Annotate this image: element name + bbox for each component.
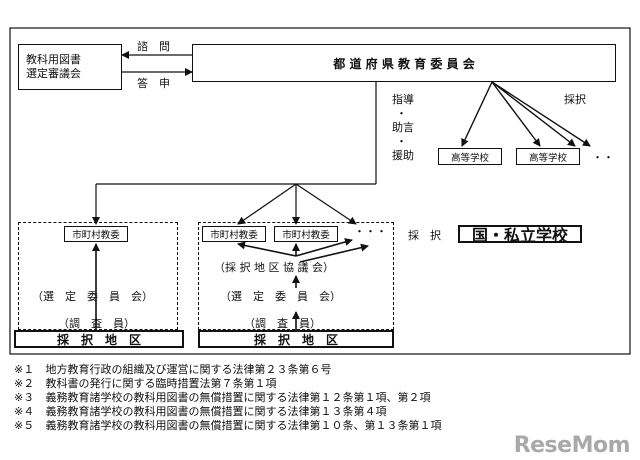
resemom-watermark: ReseMom <box>513 433 631 458</box>
footnote-4: ※４ 義務教育諸学校の教科用図書の無償措置に関する法律第１３条第４項 <box>14 405 387 418</box>
city-board-box-left: 市町村教委 <box>64 226 128 242</box>
left-district-dashed-area <box>18 222 178 330</box>
district-council-label: （採 択 地 区 協 議 会） <box>214 261 334 274</box>
city-board-label-right-1: 市町村教委 <box>210 230 258 241</box>
high-school-box-1: 高等学校 <box>438 148 502 165</box>
arrow-to-city-board-3 <box>295 183 357 225</box>
city-board-box-right-2: 市町村教委 <box>274 226 338 242</box>
support-label: 援助 <box>392 149 414 162</box>
committee-label-left: （選 定 委 員 会） <box>32 290 153 303</box>
dot-1: ・ <box>396 107 407 120</box>
arrow-to-city-board-1 <box>237 183 297 225</box>
adoption-label-right: 採択 <box>564 93 586 106</box>
footnote-1: ※１ 地方教育行政の組織及び運営に関する法律第２３条第６号 <box>14 363 332 376</box>
guidance-label: 指導 <box>392 93 414 106</box>
city-board-label-right-2: 市町村教委 <box>282 230 330 241</box>
council-label: 教科用図書 選定審議会 <box>26 53 81 80</box>
adoption-district-label-left: 採 択 地 区 <box>56 332 141 347</box>
right-district-dashed-area <box>198 222 394 330</box>
council-to-city-1 <box>237 241 297 257</box>
arrow-to-high-school-2 <box>491 81 541 147</box>
arrow-to-more <box>491 81 591 147</box>
footnotes: ※１ 地方教育行政の組織及び運営に関する法律第２３条第６号 ※２ 教科書の発行に… <box>14 363 442 433</box>
adoption-label-mid: 採 択 <box>408 229 441 242</box>
national-private-school-label: 国・私立学校 <box>471 226 568 245</box>
adoption-district-box-left: 採 択 地 区 <box>14 330 184 348</box>
more-high-schools: ・・ <box>592 151 614 164</box>
dot-2: ・ <box>396 135 407 148</box>
advice-label: 助言 <box>392 121 414 134</box>
committee-label-right: （選 定 委 員 会） <box>220 290 341 303</box>
arrow-to-high-school-3 <box>491 81 576 147</box>
national-private-school-box: 国・私立学校 <box>458 225 582 245</box>
investigator-label-left: （調 査 員） <box>58 317 135 330</box>
council-to-more <box>299 243 369 263</box>
adoption-district-label-right: 採 択 地 区 <box>253 332 338 347</box>
outer-frame <box>9 27 631 355</box>
textbook-selection-council-box <box>18 44 122 90</box>
prefectural-board-box: 都 道 府 県 教 育 委 員 会 <box>192 44 616 82</box>
adoption-district-box-right: 採 択 地 区 <box>198 330 394 348</box>
high-school-box-2: 高等学校 <box>516 148 580 165</box>
high-school-label-2: 高等学校 <box>528 152 567 164</box>
footnote-5: ※５ 義務教育諸学校の教科用図書の無償措置に関する法律第１０条、第１３条第１項 <box>14 419 442 432</box>
high-school-label-1: 高等学校 <box>450 152 489 164</box>
city-board-label-left: 市町村教委 <box>72 230 120 241</box>
arrow-to-high-school-1 <box>461 81 493 147</box>
city-board-box-right-1: 市町村教委 <box>202 226 266 242</box>
more-city-boards: ・・・ <box>354 225 387 238</box>
footnote-3: ※３ 義務教育諸学校の教科用図書の無償措置に関する法律第１２条第１項、第２項 <box>14 391 431 404</box>
reply-label: 答 申 <box>137 77 170 90</box>
prefectural-board-label: 都 道 府 県 教 育 委 員 会 <box>333 56 475 71</box>
consult-label: 諮 問 <box>137 40 170 53</box>
council-to-city-3 <box>295 238 353 257</box>
investigator-label-right: （調 査 員） <box>244 317 321 330</box>
footnote-2: ※２ 教科書の発行に関する臨時措置法第７条第１項 <box>14 377 277 390</box>
